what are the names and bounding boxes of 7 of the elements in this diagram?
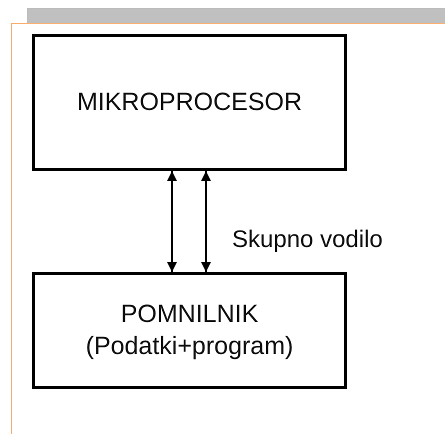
bidirectional-arrow xyxy=(201,171,211,272)
block-label: POMNILNIK (Podatki+program) xyxy=(84,299,294,362)
bus-label: Skupno vodilo xyxy=(232,226,383,254)
block-box xyxy=(32,34,347,171)
bidirectional-arrow xyxy=(167,171,177,272)
block-label: MIKROPROCESOR xyxy=(76,86,304,118)
block-box xyxy=(32,272,347,389)
